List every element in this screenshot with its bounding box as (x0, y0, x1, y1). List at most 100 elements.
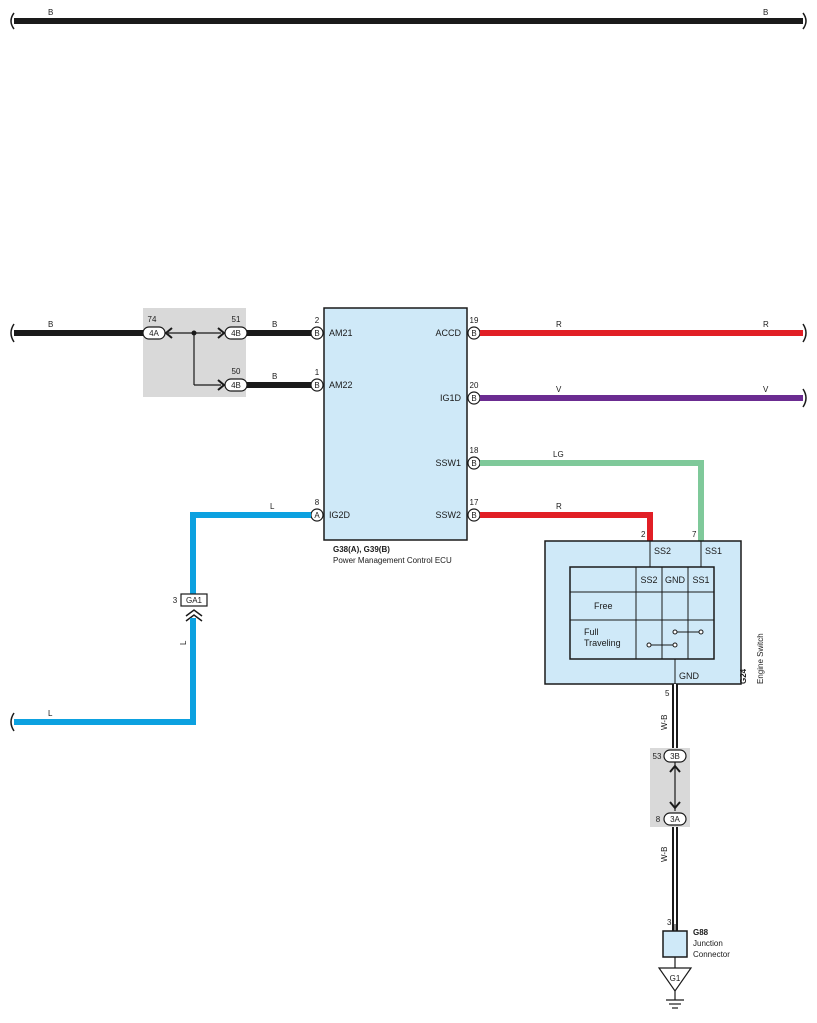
ground-wire-lower: W-B (660, 827, 678, 931)
wire-color-label: R (763, 320, 769, 329)
svg-text:SSW2: SSW2 (435, 510, 461, 520)
svg-text:AM22: AM22 (329, 380, 353, 390)
svg-text:18: 18 (470, 446, 479, 455)
svg-text:7: 7 (692, 530, 697, 539)
svg-text:8: 8 (656, 815, 661, 824)
engine-switch-box (544, 540, 742, 685)
svg-text:1: 1 (315, 368, 320, 377)
svg-text:17: 17 (470, 498, 479, 507)
splice-point-icon (191, 330, 197, 336)
svg-text:B: B (314, 329, 319, 338)
svg-text:50: 50 (232, 367, 241, 376)
svg-text:74: 74 (148, 315, 157, 324)
wire-break-icon (10, 712, 15, 732)
connector-3a: 3A 8 (656, 812, 687, 826)
connector-4b-51: 4B 51 (224, 315, 248, 340)
connector-arrow-icon (217, 379, 226, 391)
svg-text:4A: 4A (149, 329, 159, 338)
svg-text:4B: 4B (231, 329, 241, 338)
svg-text:ACCD: ACCD (435, 328, 461, 338)
svg-text:GA1: GA1 (186, 596, 203, 605)
wire-break-icon (802, 388, 807, 408)
wire-color-label: B (48, 8, 53, 17)
svg-text:B: B (471, 459, 476, 468)
svg-text:19: 19 (470, 316, 479, 325)
svg-text:B: B (471, 329, 476, 338)
connector-arrow-icon (217, 327, 226, 339)
wire-color-label: B (272, 320, 277, 329)
table-row-label-line2: Traveling (584, 638, 621, 648)
svg-text:G1: G1 (670, 974, 681, 983)
table-row-label-line1: Full (584, 627, 599, 637)
wire-break-right-icon (802, 12, 807, 30)
svg-text:20: 20 (470, 381, 479, 390)
top-b-wire: B B (10, 8, 807, 30)
svg-text:Junction: Junction (693, 939, 723, 948)
ecu-name: Power Management Control ECU (333, 556, 452, 565)
ecu-pin-am22: B 1 AM22 (310, 368, 353, 392)
svg-text:8: 8 (315, 498, 320, 507)
svg-text:B: B (314, 381, 319, 390)
connector-3b: 3B 53 (653, 749, 687, 763)
table-row-label: Free (594, 601, 613, 611)
connector-chevron-icon (185, 609, 203, 622)
junction-internal-wiring (164, 327, 226, 391)
wire-break-icon (802, 323, 807, 343)
wire-color-label: W-B (660, 715, 669, 730)
junction-block-2-wiring (669, 762, 681, 811)
wire-color-label: V (556, 385, 562, 394)
svg-text:3: 3 (667, 918, 672, 927)
wire-color-label: R (556, 320, 562, 329)
ecu-box (323, 307, 468, 541)
svg-text:SS2: SS2 (654, 546, 671, 556)
wire-color-label: B (763, 8, 768, 17)
engine-switch-name: Engine Switch (756, 633, 765, 684)
svg-text:Connector: Connector (693, 950, 730, 959)
accd-wire: R R (480, 320, 807, 343)
switch-contact-icon (646, 629, 704, 648)
svg-text:53: 53 (653, 752, 662, 761)
wire-color-label: LG (553, 450, 564, 459)
svg-text:3B: 3B (670, 752, 680, 761)
ssw1-wire: LG (480, 450, 704, 541)
ssw2-wire: R (480, 502, 653, 541)
wire-color-label: B (48, 320, 53, 329)
svg-text:A: A (314, 511, 320, 520)
svg-text:2: 2 (641, 530, 646, 539)
ig1d-wire: V V (480, 385, 807, 408)
svg-text:SSW1: SSW1 (435, 458, 461, 468)
table-header: SS2 (640, 575, 657, 585)
ecu-pin-accd: B 19 ACCD (435, 316, 481, 340)
svg-text:AM21: AM21 (329, 328, 353, 338)
wire-color-label: V (763, 385, 769, 394)
left-l-wire: L L (10, 618, 196, 732)
wire-break-left-icon (10, 12, 15, 30)
ig2d-wire: L (190, 502, 311, 594)
ground-wire-upper: W-B (660, 684, 678, 748)
connector-arrow-icon (669, 801, 681, 810)
engine-switch-code: G24 (739, 668, 748, 684)
wire-color-label: R (556, 502, 562, 511)
table-header: SS1 (692, 575, 709, 585)
table-header: GND (665, 575, 686, 585)
left-b-wire: B (10, 320, 143, 343)
svg-text:B: B (471, 394, 476, 403)
junction-connector-g88: 3 G88 Junction Connector (662, 918, 730, 959)
connector-arrow-icon (669, 764, 681, 773)
svg-text:4B: 4B (231, 381, 241, 390)
wire-color-label: L (48, 709, 53, 718)
svg-text:GND: GND (679, 671, 700, 681)
ground-icon: G1 (657, 957, 693, 1009)
wire-color-label: W-B (660, 847, 669, 862)
svg-text:B: B (471, 511, 476, 520)
switch-state-table: SS2 GND SS1 Free Full Traveling (569, 566, 715, 660)
svg-text:2: 2 (315, 316, 320, 325)
svg-text:51: 51 (232, 315, 241, 324)
svg-text:IG2D: IG2D (329, 510, 351, 520)
wire-color-label: L (270, 502, 275, 511)
svg-text:3A: 3A (670, 815, 680, 824)
connector-4b-50: 4B 50 (224, 367, 248, 392)
connector-4a: 4A 74 (142, 315, 166, 340)
ecu-pin-am21: B 2 AM21 (310, 316, 353, 340)
wire-connector-ga1: GA1 3 (173, 593, 208, 622)
